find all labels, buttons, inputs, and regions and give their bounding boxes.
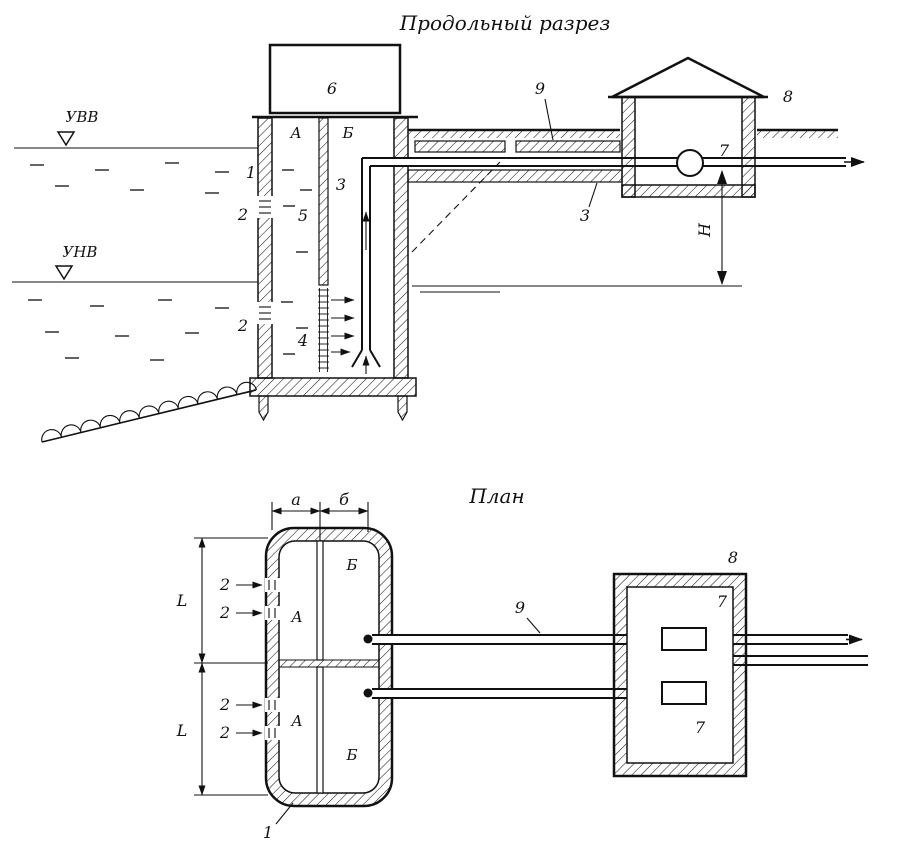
label-9: 9 — [535, 79, 545, 98]
label-2-3: 2 — [219, 695, 230, 714]
label-3-pipe: 3 — [336, 175, 346, 194]
pump-house — [268, 43, 402, 115]
uvv-label: УВВ — [66, 108, 99, 126]
inflow-arrows: 2 2 2 2 — [219, 575, 263, 742]
plan-label-1: 1 — [263, 823, 273, 842]
plan-label-1-group: 1 — [263, 802, 294, 842]
low-water-level: УНВ — [12, 243, 742, 293]
label-2-upper: 2 — [237, 205, 248, 224]
dim-b-label: б — [339, 490, 349, 509]
pump-station — [608, 56, 768, 198]
label-A: А — [289, 124, 301, 142]
unv-label: УНВ — [63, 243, 98, 261]
plan-B-top: Б — [345, 556, 357, 574]
intake-slot-lower — [257, 302, 273, 324]
label-5: 5 — [298, 206, 308, 225]
label-2-lower: 2 — [237, 316, 248, 335]
screen — [318, 288, 329, 372]
plan-label-7-top: 7 — [717, 592, 728, 611]
plan-label-9-group: 9 — [515, 598, 541, 634]
divider-top — [316, 540, 324, 661]
water-dashes — [28, 162, 312, 361]
plan-B-bottom: Б — [345, 746, 357, 764]
screen-flow-arrows — [331, 296, 355, 356]
label-2-2: 2 — [219, 603, 230, 622]
pump-station-plan — [612, 572, 748, 778]
bell-mouth-bottom — [363, 688, 373, 698]
ground-surface — [408, 128, 838, 138]
dimension-a-b: а б — [271, 490, 369, 541]
intake-slot-upper — [257, 196, 273, 218]
water-level-mark-icon — [56, 131, 76, 147]
dimension-H: Н — [695, 170, 727, 285]
dimension-L: L L — [176, 537, 268, 796]
middle-wall — [278, 659, 380, 668]
plan-label-9: 9 — [515, 598, 525, 617]
riverbed-slope — [41, 381, 258, 443]
label-B: Б — [341, 124, 353, 142]
pipes-section — [351, 157, 865, 374]
cutoff-left — [258, 395, 269, 422]
high-water-level: УВВ — [14, 108, 258, 149]
pump-top — [661, 627, 707, 651]
cutoff-right — [397, 395, 408, 422]
label-2-4: 2 — [219, 723, 230, 742]
plan-slots — [265, 578, 280, 740]
divider-bottom — [316, 666, 324, 794]
dim-a-label: а — [291, 490, 301, 509]
label-8: 8 — [783, 87, 793, 106]
pump-circle — [676, 149, 704, 177]
label-7: 7 — [719, 141, 730, 160]
plan-A-top: А — [290, 608, 302, 626]
longitudinal-section: Продольный разрез УВВ УНВ — [12, 11, 865, 443]
intake-well — [249, 43, 418, 422]
bell-mouth-top — [363, 634, 373, 644]
roof — [611, 56, 765, 99]
label-3-gallery-group: 3 — [580, 182, 598, 225]
section-title: Продольный разрез — [399, 11, 611, 35]
plan-title: План — [468, 484, 524, 508]
well-plan — [264, 526, 394, 808]
plan-label-8: 8 — [728, 548, 738, 567]
label-1: 1 — [246, 163, 256, 182]
water-level-mark-icon — [54, 265, 74, 281]
plan-label-7-bottom: 7 — [695, 718, 706, 737]
label-6: 6 — [327, 79, 337, 98]
L-bottom-label: L — [176, 721, 188, 740]
well-left-wall — [257, 117, 273, 379]
label-9-group: 9 — [535, 79, 554, 141]
well-bottom-slab — [249, 377, 417, 397]
slope-dashed-line — [411, 161, 501, 253]
H-label: Н — [695, 222, 714, 238]
label-4: 4 — [297, 331, 308, 350]
plan-view: План — [176, 484, 868, 842]
label-2-1: 2 — [219, 575, 230, 594]
L-top-label: L — [176, 591, 188, 610]
plan-A-bottom: А — [290, 712, 302, 730]
pump-bottom — [661, 681, 707, 705]
label-3-gallery: 3 — [580, 206, 590, 225]
well-center-wall — [318, 117, 329, 286]
bell-mouth — [351, 349, 381, 374]
